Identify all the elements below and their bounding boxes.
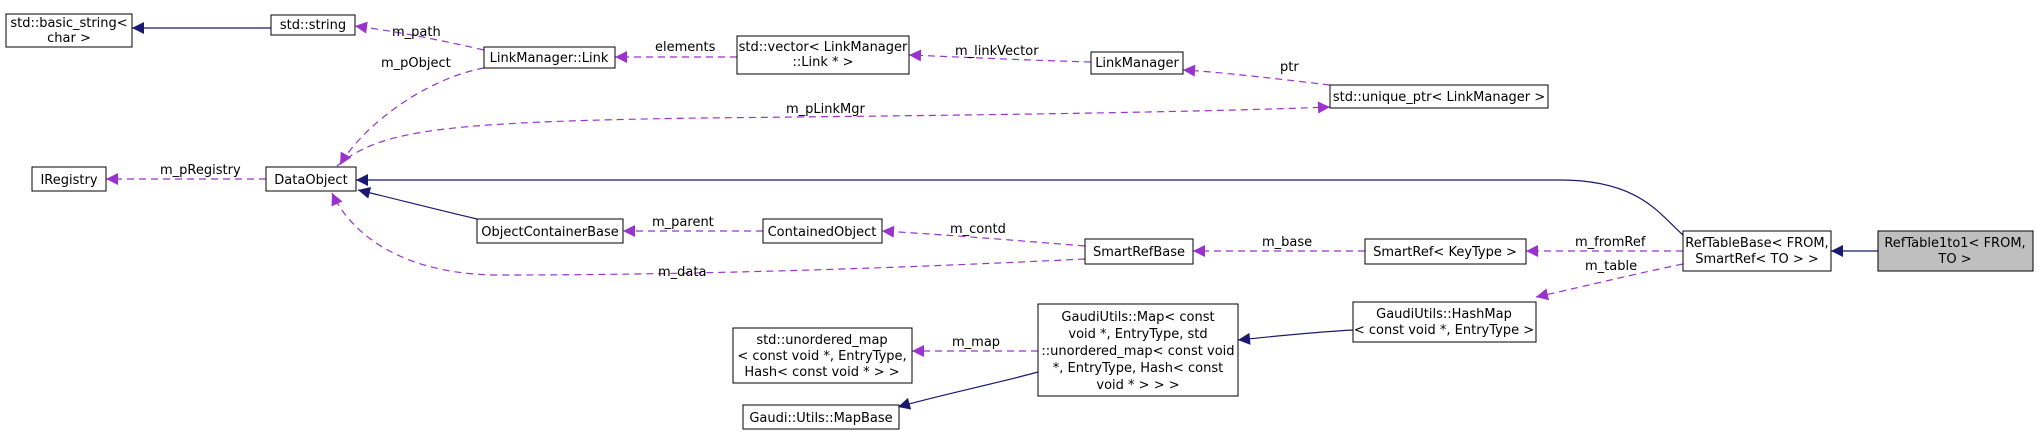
label-m-pobject: m_pObject [381, 56, 451, 71]
node-std-basic-string-line1: std::basic_string< [10, 16, 127, 31]
node-std-unordered-map-line3: Hash< const void * > > [744, 365, 899, 380]
node-gaudiutils-map-line5: void * > > > [1096, 378, 1179, 393]
node-reftable1to1-line2: TO > [1937, 252, 1971, 267]
node-std-vector-link-line1: std::vector< LinkManager [739, 40, 908, 55]
node-reftable1to1-line1: RefTable1to1< FROM, [1884, 236, 2025, 251]
node-reftablebase[interactable]: RefTableBase< FROM, SmartRef< TO > > [1682, 230, 1832, 272]
node-containedobject-label: ContainedObject [768, 225, 877, 240]
label-m-plinkmgr: m_pLinkMgr [786, 102, 866, 117]
label-m-parent: m_parent [652, 215, 714, 230]
edge-dataobject-to-uniqueptr [336, 101, 1331, 167]
edge-gaudimap-to-mapbase [897, 371, 1039, 410]
node-smartrefbase-label: SmartRefBase [1093, 245, 1185, 260]
node-containedobject[interactable]: ContainedObject [762, 218, 883, 244]
label-m-pregistry: m_pRegistry [160, 163, 241, 178]
label-m-table: m_table [1585, 259, 1637, 274]
node-reftable1to1[interactable]: RefTable1to1< FROM, TO > [1877, 230, 2034, 272]
node-std-unordered-map-line2: < const void *, EntryType, [737, 349, 906, 364]
node-smartrefbase[interactable]: SmartRefBase [1084, 238, 1194, 265]
node-std-basic-string-line2: char > [47, 31, 91, 46]
node-std-basic-string[interactable]: std::basic_string< char > [5, 13, 133, 48]
node-dataobject[interactable]: DataObject [265, 166, 357, 192]
node-std-string-label: std::string [280, 18, 346, 33]
node-std-unique-ptr[interactable]: std::unique_ptr< LinkManager > [1329, 84, 1549, 109]
node-dataobject-label: DataObject [274, 173, 347, 188]
edge-linkmanager-to-vector [908, 49, 1092, 63]
node-linkmanager[interactable]: LinkManager [1090, 51, 1184, 75]
label-m-path: m_path [392, 25, 441, 40]
node-gaudi-utils-mapbase[interactable]: Gaudi::Utils::MapBase [742, 404, 900, 430]
node-objectcontainerbase-label: ObjectContainerBase [481, 225, 619, 240]
node-gaudiutils-hashmap[interactable]: GaudiUtils::HashMap < const void *, Entr… [1352, 301, 1537, 343]
node-iregistry[interactable]: IRegistry [31, 166, 107, 192]
node-std-unordered-map[interactable]: std::unordered_map < const void *, Entry… [732, 327, 913, 384]
node-gaudiutils-map[interactable]: GaudiUtils::Map< const void *, EntryType… [1037, 303, 1239, 397]
label-m-contd: m_contd [950, 222, 1006, 237]
node-std-vector-link-line2: ::Link * > [792, 55, 853, 70]
node-gaudiutils-map-line4: *, EntryType, Hash< const [1053, 361, 1223, 376]
edge-reftablebase-to-dataobject [356, 174, 1684, 236]
label-m-data: m_data [658, 265, 706, 280]
node-std-unique-ptr-label: std::unique_ptr< LinkManager > [1333, 90, 1545, 105]
node-gaudiutils-map-line1: GaudiUtils::Map< const [1061, 310, 1214, 325]
node-reftablebase-line2: SmartRef< TO > > [1695, 252, 1819, 267]
edge-link-to-dataobject [339, 67, 485, 166]
edge-link-to-string [354, 21, 485, 51]
node-smartref-keytype[interactable]: SmartRef< KeyType > [1364, 238, 1527, 265]
node-gaudiutils-hashmap-line2: < const void *, EntryType > [1354, 323, 1534, 338]
label-m-base: m_base [1262, 235, 1312, 250]
node-linkmanager-label: LinkManager [1095, 56, 1179, 71]
edge-hashmap-to-gaudimap [1237, 329, 1354, 345]
label-m-fromref: m_fromRef [1575, 235, 1646, 250]
edge-smartrefbase-to-contained [881, 225, 1086, 247]
node-gaudiutils-map-line3: ::unordered_map< const void [1041, 344, 1234, 359]
label-ptr: ptr [1280, 60, 1299, 75]
node-std-string[interactable]: std::string [270, 14, 356, 36]
label-m-linkvector: m_linkVector [955, 44, 1039, 59]
edge-ocb-to-dataobject [357, 186, 478, 220]
edge-reftablebase-to-hashmap [1535, 263, 1684, 301]
label-elements: elements [655, 40, 716, 55]
node-std-unordered-map-line1: std::unordered_map [756, 333, 887, 348]
node-objectcontainerbase[interactable]: ObjectContainerBase [476, 218, 624, 244]
node-linkmanager-link[interactable]: LinkManager::Link [483, 46, 616, 69]
label-m-map: m_map [952, 335, 1000, 350]
node-linkmanager-link-label: LinkManager::Link [490, 51, 609, 66]
node-std-vector-link[interactable]: std::vector< LinkManager ::Link * > [736, 35, 910, 75]
node-gaudi-utils-mapbase-label: Gaudi::Utils::MapBase [749, 411, 892, 426]
node-smartref-keytype-label: SmartRef< KeyType > [1373, 245, 1517, 260]
node-reftablebase-line1: RefTableBase< FROM, [1685, 236, 1828, 251]
edge-uniqueptr-to-linkmanager [1182, 64, 1331, 86]
node-iregistry-label: IRegistry [40, 173, 97, 188]
node-gaudiutils-map-line2: void *, EntryType, std [1068, 327, 1207, 342]
node-gaudiutils-hashmap-line1: GaudiUtils::HashMap [1376, 307, 1512, 322]
